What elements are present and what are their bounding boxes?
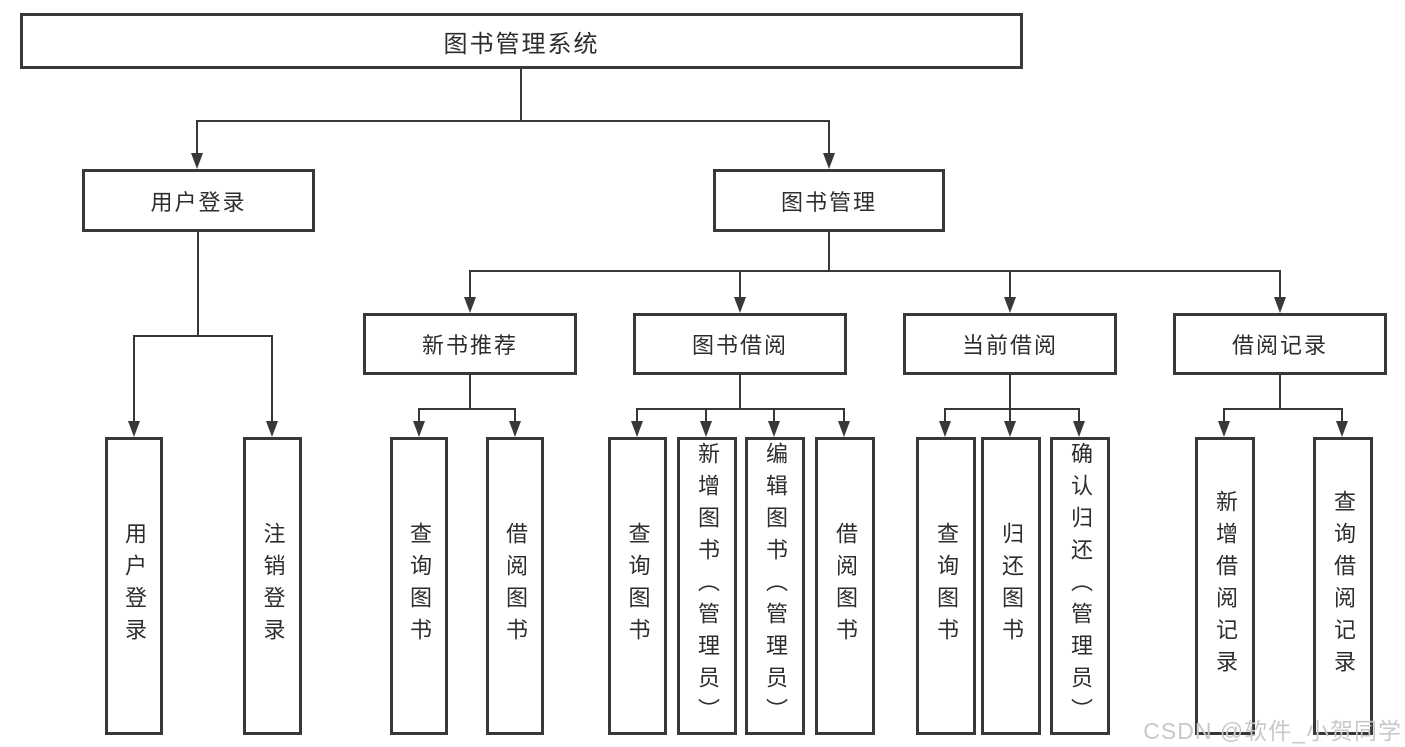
arrowhead-down-icon	[191, 153, 203, 169]
connector-line	[1279, 270, 1281, 298]
leaf-borrow-book: 借阅图书	[815, 437, 875, 735]
leaf-borrow-query-book: 查询图书	[608, 437, 667, 735]
leaf-label: 查询借阅记录	[1331, 490, 1356, 682]
arrowhead-down-icon	[823, 153, 835, 169]
leaf-label: 编辑图书（管理员）	[763, 442, 788, 730]
connector-line	[944, 408, 946, 421]
node-label: 新书推荐	[421, 333, 518, 358]
arrowhead-down-icon	[631, 421, 643, 437]
leaf-confirm-return-admin: 确认归还（管理员）	[1050, 437, 1110, 735]
connector-line	[636, 408, 638, 421]
node-label: 用户登录	[150, 189, 247, 215]
leaf-label: 新增借阅记录	[1213, 490, 1238, 682]
node-label: 图书管理	[780, 189, 877, 215]
arrowhead-down-icon	[1073, 421, 1085, 437]
connector-line	[133, 335, 273, 337]
arrowhead-down-icon	[464, 297, 476, 313]
connector-line	[1279, 375, 1281, 408]
arrowhead-down-icon	[1274, 297, 1286, 313]
arrowhead-down-icon	[1004, 421, 1016, 437]
connector-line	[944, 408, 1080, 410]
leaf-query-borrow-record: 查询借阅记录	[1313, 437, 1373, 735]
arrowhead-down-icon	[1336, 421, 1348, 437]
connector-line	[705, 408, 707, 421]
connector-line	[828, 120, 830, 154]
leaf-label: 注销登录	[260, 522, 286, 650]
connector-line	[739, 270, 741, 298]
node-user-login: 用户登录	[82, 169, 315, 232]
node-label: 借阅记录	[1231, 333, 1328, 358]
csdn-watermark: CSDN @软件_小贺同学	[1143, 718, 1402, 744]
arrowhead-down-icon	[266, 421, 278, 437]
node-book-borrow: 图书借阅	[633, 313, 847, 375]
arrowhead-down-icon	[1218, 421, 1230, 437]
node-label: 图书管理系统	[443, 30, 600, 58]
leaf-label: 查询图书	[934, 522, 959, 650]
leaf-label: 借阅图书	[503, 522, 528, 650]
leaf-return-book: 归还图书	[981, 437, 1041, 735]
node-root-library-system: 图书管理系统	[20, 13, 1023, 69]
leaf-add-borrow-record: 新增借阅记录	[1195, 437, 1255, 735]
connector-line	[1223, 408, 1225, 421]
connector-line	[197, 232, 199, 335]
leaf-recommend-query-book: 查询图书	[390, 437, 448, 735]
leaf-label: 查询图书	[407, 522, 432, 650]
leaf-label: 归还图书	[999, 522, 1024, 650]
node-new-book-recommend: 新书推荐	[363, 313, 577, 375]
leaf-current-query-book: 查询图书	[916, 437, 976, 735]
leaf-label: 借阅图书	[833, 522, 858, 650]
leaf-logout: 注销登录	[243, 437, 302, 735]
leaf-label: 用户登录	[122, 522, 147, 650]
connector-line	[469, 270, 1281, 272]
leaf-label: 查询图书	[625, 522, 651, 650]
node-label: 当前借阅	[961, 333, 1058, 358]
connector-line	[843, 408, 845, 421]
arrowhead-down-icon	[734, 297, 746, 313]
connector-line	[133, 335, 135, 421]
connector-line	[1223, 408, 1343, 410]
connector-line	[520, 69, 522, 120]
node-book-management: 图书管理	[713, 169, 945, 232]
connector-line	[636, 408, 845, 410]
node-borrow-records: 借阅记录	[1173, 313, 1387, 375]
connector-line	[1341, 408, 1343, 421]
node-current-borrow: 当前借阅	[903, 313, 1117, 375]
arrowhead-down-icon	[768, 421, 780, 437]
connector-line	[1009, 375, 1011, 408]
connector-line	[418, 408, 516, 410]
connector-line	[514, 408, 516, 421]
connector-line	[469, 270, 471, 298]
leaf-label: 新增图书（管理员）	[695, 442, 720, 730]
arrowhead-down-icon	[939, 421, 951, 437]
node-label: 图书借阅	[691, 333, 788, 358]
leaf-add-book-admin: 新增图书（管理员）	[677, 437, 737, 735]
arrowhead-down-icon	[838, 421, 850, 437]
connector-line	[469, 375, 471, 408]
arrowhead-down-icon	[700, 421, 712, 437]
arrowhead-down-icon	[509, 421, 521, 437]
connector-line	[271, 335, 273, 421]
connector-line	[418, 408, 420, 421]
leaf-edit-book-admin: 编辑图书（管理员）	[745, 437, 805, 735]
connector-line	[196, 120, 830, 122]
leaf-user-login: 用户登录	[105, 437, 163, 735]
connector-line	[773, 408, 775, 421]
arrowhead-down-icon	[128, 421, 140, 437]
connector-line	[739, 375, 741, 408]
connector-line	[196, 120, 198, 154]
arrowhead-down-icon	[1004, 297, 1016, 313]
arrowhead-down-icon	[413, 421, 425, 437]
connector-line	[828, 232, 830, 270]
connector-line	[1009, 408, 1011, 421]
connector-line	[1078, 408, 1080, 421]
leaf-recommend-borrow-book: 借阅图书	[486, 437, 544, 735]
leaf-label: 确认归还（管理员）	[1068, 442, 1093, 730]
connector-line	[1009, 270, 1011, 298]
